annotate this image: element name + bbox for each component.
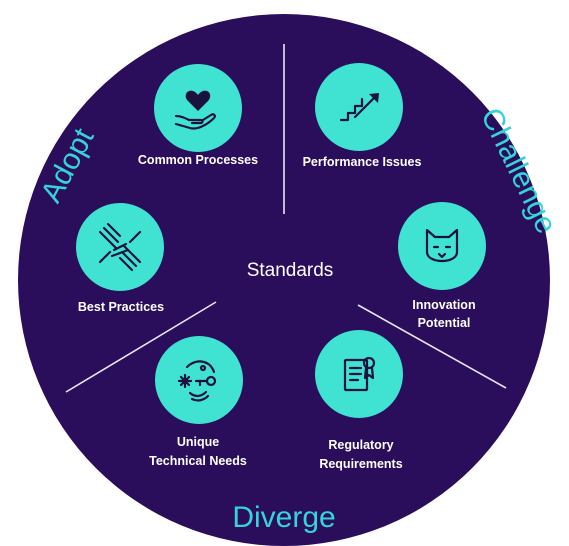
node-label-unique-line1: Unique: [177, 435, 219, 449]
trending-up-stairs-icon: [339, 93, 379, 122]
node-label-regulatory-line2: Requirements: [319, 457, 402, 471]
node-regulatory-requirements: Regulatory Requirements: [315, 330, 403, 471]
node-common-processes: Common Processes: [138, 64, 258, 167]
heart-hand-icon: [174, 90, 216, 130]
hands-together-icon: [98, 222, 142, 272]
divider-left: [65, 301, 217, 393]
node-label-innovation-line1: Innovation: [412, 298, 475, 312]
region-label-diverge: Diverge: [232, 501, 335, 534]
node-label-innovation-line2: Potential: [418, 316, 471, 330]
center-label: Standards: [247, 260, 334, 281]
node-label-best-practices: Best Practices: [78, 300, 164, 314]
node-label-performance-issues: Performance Issues: [303, 155, 422, 169]
node-label-regulatory-line1: Regulatory: [328, 438, 393, 452]
certificate-document-icon: [343, 356, 376, 392]
background-circle: [18, 14, 550, 546]
divider-right: [357, 304, 507, 389]
brain-gear-key-icon: [177, 360, 217, 402]
node-performance-issues: Performance Issues: [303, 63, 422, 169]
node-innovation-potential: Innovation Potential: [398, 202, 486, 330]
node-label-unique-line2: Technical Needs: [149, 454, 247, 468]
cat-face-icon: [425, 228, 459, 263]
node-unique-technical-needs: Unique Technical Needs: [149, 336, 247, 468]
node-best-practices: Best Practices: [76, 203, 164, 314]
node-label-common-processes: Common Processes: [138, 153, 258, 167]
